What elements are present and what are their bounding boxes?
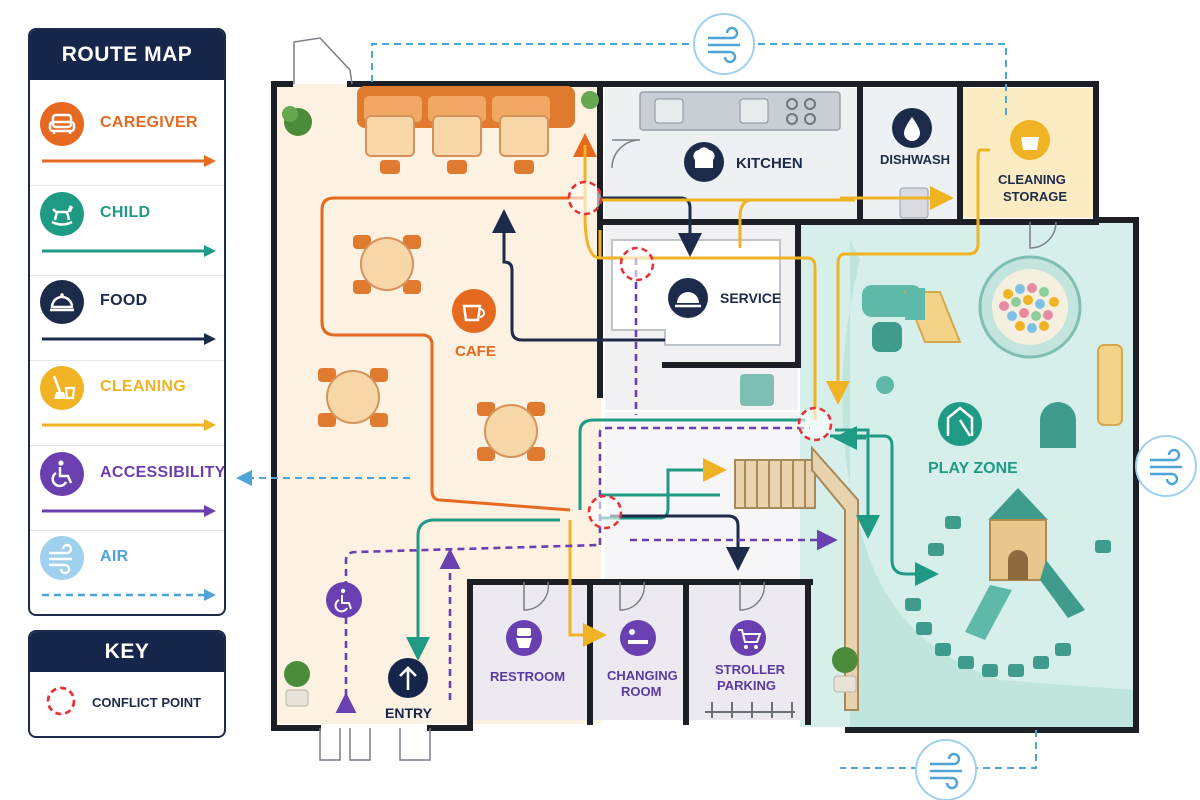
conflict-point	[619, 246, 655, 282]
stepping-stones	[905, 516, 1111, 677]
baby-changing-icon	[620, 620, 656, 656]
conflict-point	[587, 494, 623, 530]
legend-arrow-accessibility	[42, 505, 216, 517]
accessibility-route	[335, 258, 838, 713]
stroller-icon	[730, 620, 766, 656]
legend-divider	[30, 360, 224, 361]
legend-label-cleaning: CLEANING	[100, 378, 186, 395]
legend-arrow-cleaning	[42, 419, 216, 431]
legend-item-cleaning: CLEANING	[40, 366, 224, 446]
kitchen-label: KITCHEN	[736, 155, 803, 172]
cafe-bar-tables	[365, 115, 549, 157]
ball-pit	[978, 255, 1082, 359]
service-label: SERVICE	[720, 290, 782, 306]
conflict-point	[567, 180, 603, 216]
route-map-legend: ROUTE MAP CAREGIVER CHILD	[28, 28, 226, 616]
restroom-label: RESTROOM	[490, 669, 566, 684]
play-house-slide	[965, 488, 1085, 640]
legend-label-food: FOOD	[100, 292, 148, 309]
legend-arrow-child	[42, 245, 216, 257]
entry-label: ENTRY	[385, 705, 432, 721]
legend-arrow-caregiver	[42, 155, 216, 167]
changing-room-label-2: ROOM	[621, 684, 662, 699]
cafe-round-tables	[318, 235, 545, 461]
walls	[271, 81, 1139, 733]
play-zone-label: PLAY ZONE	[928, 460, 1018, 477]
cleaning-storage-label-2: STORAGE	[1003, 189, 1068, 204]
stroller-rack	[705, 702, 795, 718]
room-badges	[326, 108, 1050, 698]
legend-divider	[30, 275, 224, 276]
wind-icon	[40, 536, 84, 580]
key-panel: KEY CONFLICT POINT	[28, 630, 226, 738]
broom-bucket-icon	[40, 366, 84, 410]
caregiver-route	[320, 133, 607, 647]
legend-divider	[30, 445, 224, 446]
conflict-point-label: CONFLICT POINT	[92, 695, 202, 710]
legend-arrow-air	[42, 589, 216, 601]
legend-divider	[30, 185, 224, 186]
wheelchair-icon	[326, 582, 362, 618]
air-vent-icons	[693, 13, 1197, 800]
key-title: KEY	[30, 632, 224, 672]
bar-stools	[380, 160, 534, 174]
dishwash-label: DISHWASH	[880, 152, 951, 167]
legend-divider	[30, 530, 224, 531]
soft-play-blocks	[862, 285, 1123, 448]
legend-item-air: AIR	[40, 536, 224, 614]
cloche-icon	[40, 280, 84, 324]
stroller-parking-label-2: PARKING	[717, 678, 776, 693]
legend-item-food: FOOD	[40, 280, 224, 360]
cafe-label: CAFE	[455, 343, 496, 360]
changing-room-label-1: CHANGING	[607, 668, 678, 683]
wheelchair-icon	[40, 452, 84, 496]
legend-arrow-food	[42, 333, 216, 345]
cleaning-storage-label-1: CLEANING	[998, 172, 1066, 187]
conflict-points	[567, 180, 833, 530]
legend-label-caregiver: CAREGIVER	[100, 114, 198, 131]
conflict-point	[797, 406, 833, 442]
child-route	[406, 418, 939, 661]
armchair-icon	[40, 102, 84, 146]
legend-label-accessibility: ACCESSIBILITY	[100, 464, 226, 481]
route-map-title: ROUTE MAP	[30, 30, 224, 80]
conflict-point-icon	[46, 686, 76, 716]
rocking-horse-icon	[40, 192, 84, 236]
legend-label-child: CHILD	[100, 204, 151, 221]
legend-item-accessibility: ACCESSIBILITY	[40, 452, 226, 532]
coffee-cup-icon	[452, 289, 496, 333]
legend-item-caregiver: CAREGIVER	[40, 102, 224, 182]
plant-decor	[282, 91, 858, 707]
stroller-parking-label-1: STROLLER	[715, 662, 786, 677]
play-zone-path	[842, 240, 1133, 727]
legend-label-air: AIR	[100, 548, 129, 565]
doors	[293, 37, 1057, 761]
kitchen-counter	[639, 91, 841, 131]
dishwasher-unit	[899, 187, 929, 219]
stairs	[734, 445, 859, 711]
legend-item-child: CHILD	[40, 192, 224, 272]
